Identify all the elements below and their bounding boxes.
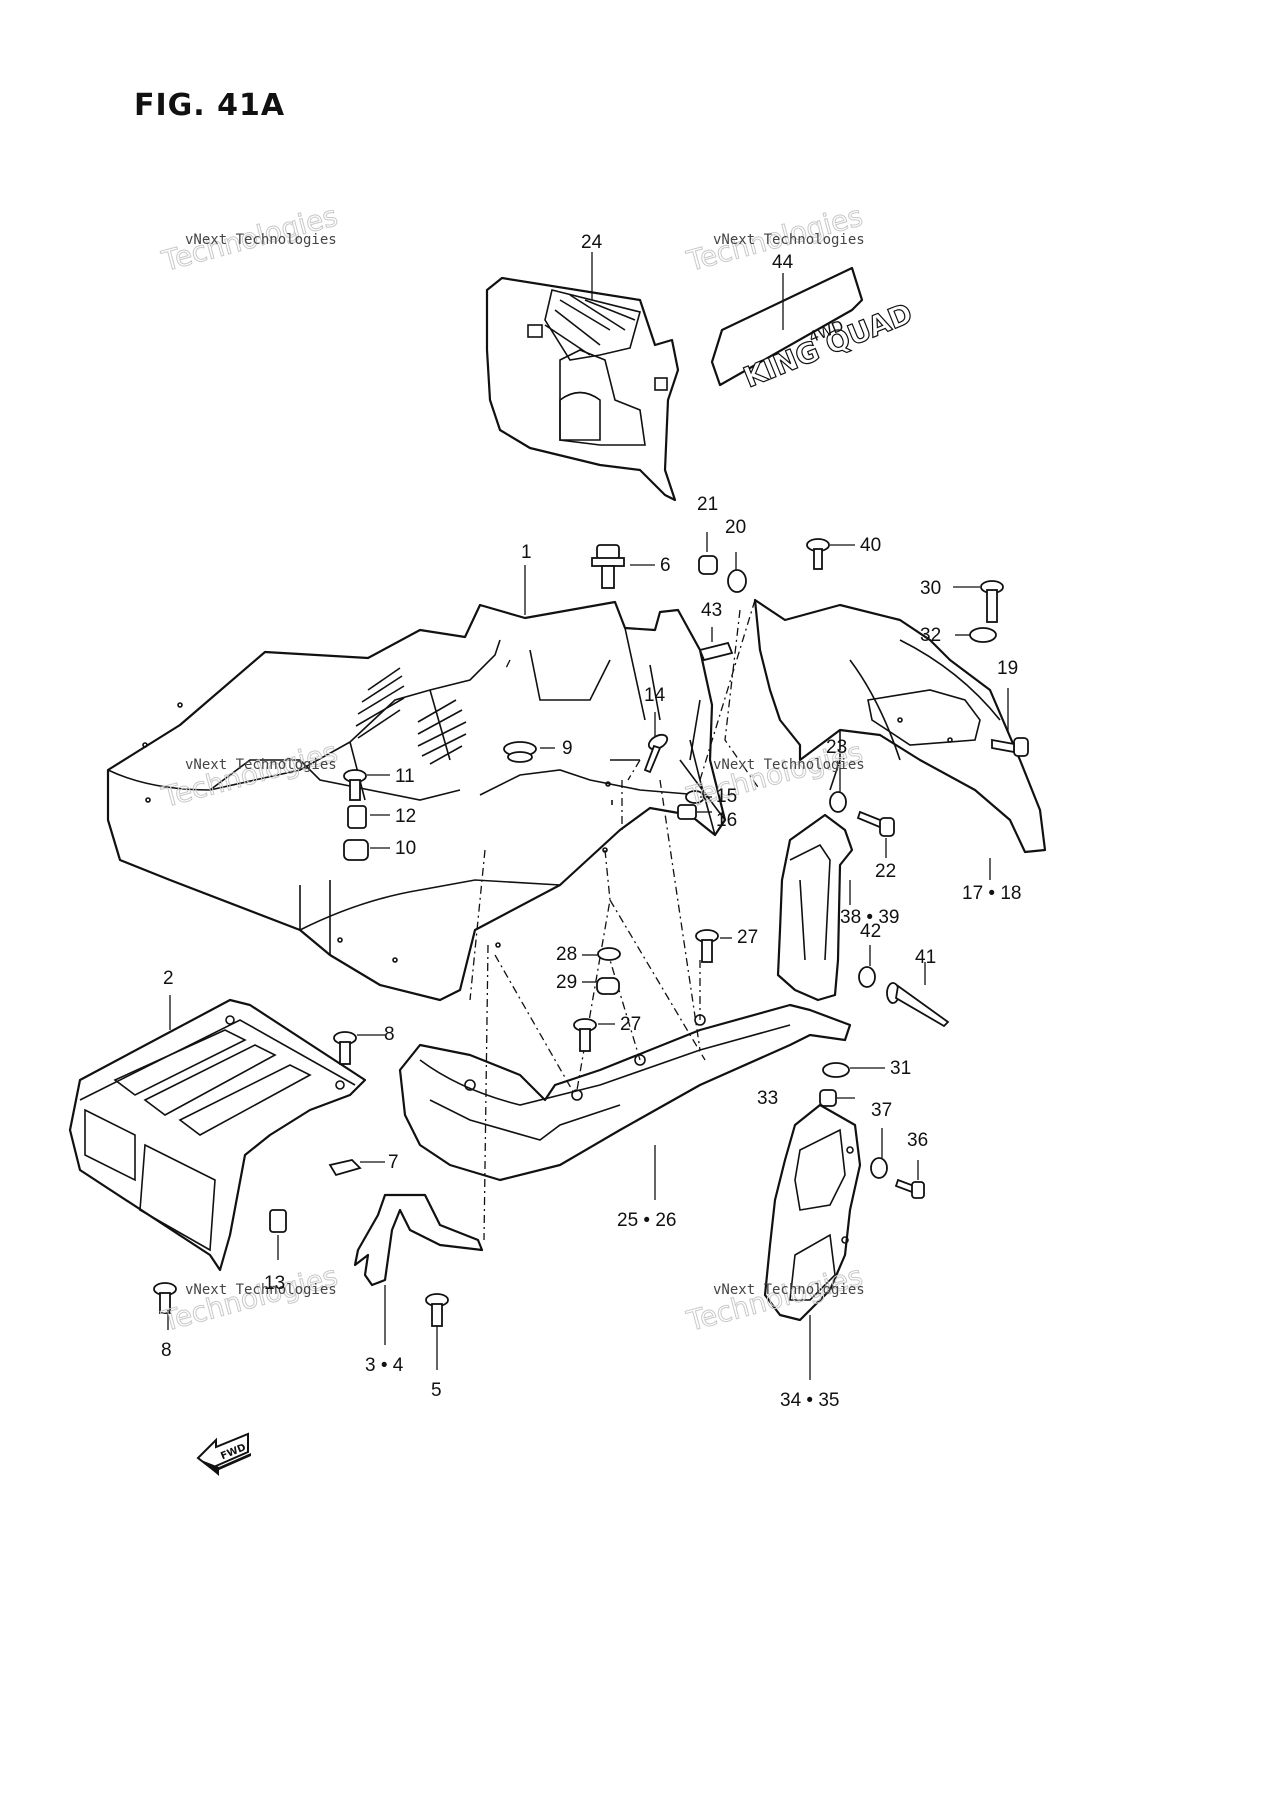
- washer-32: [969, 627, 997, 643]
- nut-16: [677, 804, 697, 820]
- bolt-6: [591, 544, 625, 589]
- washer-42: [858, 966, 876, 988]
- callout-10: 10: [395, 838, 417, 859]
- nut-33: [819, 1089, 837, 1107]
- callout-42: 42: [860, 921, 882, 942]
- hardware: [153, 538, 1029, 1327]
- rear-rack-mat-24: [485, 276, 680, 502]
- vent-slots-left: [355, 667, 467, 765]
- collar-12: [347, 805, 367, 829]
- callout-8b: 8: [161, 1340, 172, 1361]
- screw-14: [643, 733, 669, 774]
- fender-holes: [142, 702, 611, 963]
- lower-bracket-25-26: [398, 1003, 852, 1182]
- callout-1: 1: [521, 542, 532, 563]
- collar-29: [596, 977, 620, 995]
- watermark-text: vNext Technologies: [713, 1282, 865, 1298]
- callout-3-4: 3 • 4: [365, 1355, 404, 1376]
- king-quad-decal-44: KING QUAD 4WD: [710, 266, 918, 395]
- clip-43: [698, 641, 734, 662]
- bolt-8b: [153, 1282, 177, 1314]
- callout-27a: 27: [737, 927, 759, 948]
- callout-16: 16: [716, 810, 738, 831]
- callout-5: 5: [431, 1380, 442, 1401]
- watermark-text: vNext Technologies: [713, 232, 865, 248]
- screw-11: [343, 769, 367, 801]
- callout-7: 7: [388, 1152, 399, 1173]
- callout-23: 23: [826, 737, 848, 758]
- forward-arrow: FWD: [196, 1432, 251, 1476]
- callout-9: 9: [562, 738, 573, 759]
- watermark-text: vNext Technologies: [713, 757, 865, 773]
- callout-6: 6: [660, 555, 671, 576]
- bolt-27a: [695, 929, 719, 963]
- callout-34-35: 34 • 35: [780, 1390, 840, 1411]
- nut-21: [698, 555, 718, 575]
- assembly-lines: [469, 599, 761, 1241]
- callout-36: 36: [907, 1130, 929, 1151]
- bolt-27b: [573, 1018, 597, 1052]
- screw-40: [806, 538, 830, 570]
- callout-27b: 27: [620, 1014, 642, 1035]
- bolt-30: [980, 580, 1004, 623]
- callout-20: 20: [725, 517, 747, 538]
- ring-23: [829, 791, 847, 813]
- watermark-text: vNext Technologies: [185, 232, 337, 248]
- clip-7: [328, 1159, 362, 1177]
- washer-37: [870, 1157, 888, 1179]
- leader-lines: [167, 252, 1009, 1380]
- callout-22: 22: [875, 861, 897, 882]
- callout-14: 14: [644, 685, 666, 706]
- callout-33: 33: [757, 1088, 779, 1109]
- callout-12: 12: [395, 806, 417, 827]
- callout-8a: 8: [384, 1024, 395, 1045]
- callout-30: 30: [920, 578, 942, 599]
- figure-title: FIG. 41A: [134, 88, 286, 123]
- callout-29: 29: [556, 972, 578, 993]
- bolt-22: [856, 810, 895, 837]
- watermark-text: vNext Technologies: [185, 1282, 337, 1298]
- bolt-8a: [333, 1031, 357, 1065]
- callout-44: 44: [772, 252, 794, 273]
- bolt-19: [991, 737, 1029, 757]
- cushion-10: [343, 839, 369, 861]
- callout-38-39: 38 • 39: [840, 907, 900, 928]
- washer-20: [727, 569, 747, 593]
- callout-40: 40: [860, 535, 882, 556]
- callout-31: 31: [890, 1058, 912, 1079]
- mud-flap-38-39: [776, 813, 854, 1002]
- nut-13: [269, 1209, 287, 1233]
- bolt-5: [425, 1293, 449, 1327]
- callout-15: 15: [716, 786, 738, 807]
- rivet-41: [886, 982, 950, 1028]
- watermark-text: vNext Technologies: [185, 757, 337, 773]
- stay-bracket-3-4: [353, 1193, 484, 1287]
- side-cover-34-35: [763, 1103, 862, 1322]
- callout-25-26: 25 • 26: [617, 1210, 677, 1231]
- washer-31: [822, 1062, 850, 1078]
- screw-36: [894, 1178, 925, 1199]
- side-fender-17-18: [753, 598, 1047, 854]
- callout-32: 32: [920, 625, 942, 646]
- rear-fender-1: [106, 600, 727, 1002]
- washer-28: [597, 947, 621, 961]
- callout-13: 13: [264, 1273, 286, 1294]
- callout-2: 2: [163, 968, 174, 989]
- callout-28: 28: [556, 944, 578, 965]
- callout-17-18: 17 • 18: [962, 883, 1022, 904]
- grommet-9: [503, 741, 537, 763]
- callout-43: 43: [701, 600, 723, 621]
- callout-37: 37: [871, 1100, 893, 1121]
- callout-24: 24: [581, 232, 603, 253]
- callout-21: 21: [697, 494, 719, 515]
- callout-41: 41: [915, 947, 937, 968]
- rear-box-2: [68, 998, 367, 1272]
- callout-19: 19: [997, 658, 1019, 679]
- callout-11: 11: [395, 766, 415, 787]
